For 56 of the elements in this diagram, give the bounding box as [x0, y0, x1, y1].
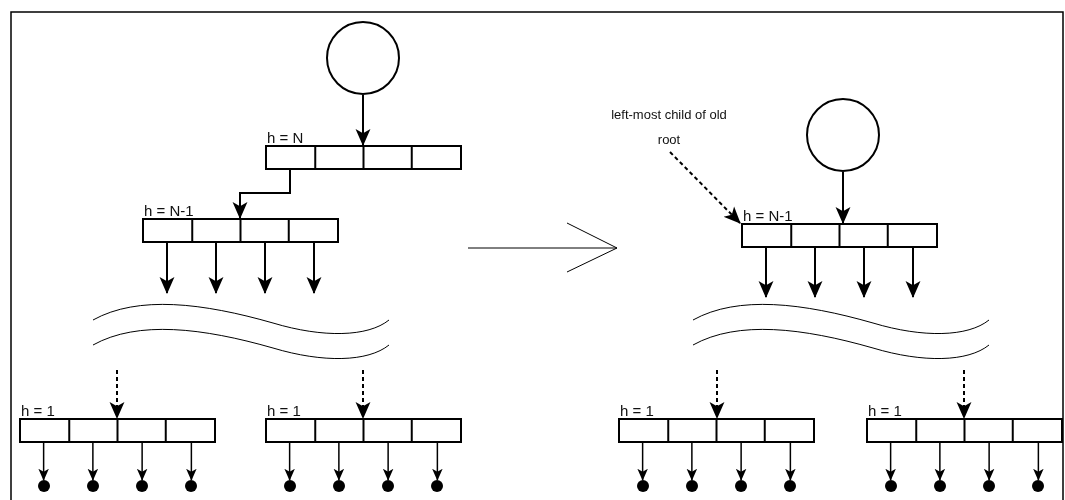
- leaf-dot: [185, 480, 198, 492]
- leaf-dot: [37, 480, 50, 492]
- arrow: [284, 442, 295, 481]
- leaf-dot: [784, 480, 797, 492]
- leaf-dot: [983, 480, 996, 492]
- arrow: [306, 242, 322, 295]
- arrow: [709, 369, 725, 420]
- height-label: h = 1: [868, 403, 902, 419]
- height-label: h = 1: [267, 403, 301, 419]
- arrow: [186, 442, 197, 481]
- arrow: [856, 247, 872, 299]
- leaf-dot: [933, 480, 946, 492]
- leaf-dot: [332, 480, 345, 492]
- leaf-dot: [685, 480, 698, 492]
- arrow: [785, 442, 796, 481]
- arrow: [807, 247, 823, 299]
- leaf-dot: [283, 480, 296, 492]
- arrow: [159, 242, 175, 295]
- arrow: [333, 442, 345, 481]
- arrow: [432, 442, 443, 481]
- arrow: [637, 442, 648, 481]
- leaf-dot: [884, 480, 897, 492]
- arrow: [232, 169, 291, 220]
- height-label: h = N: [267, 130, 304, 146]
- arrow: [758, 247, 774, 299]
- arrow: [38, 442, 49, 481]
- arrow: [1033, 442, 1044, 481]
- height-label: h = 1: [620, 403, 654, 419]
- callout-text: left-most child of old root: [603, 102, 735, 152]
- arrow: [355, 369, 371, 420]
- arrow: [109, 369, 125, 420]
- arrow: [686, 442, 698, 481]
- arrow: [257, 242, 273, 295]
- leader-line: [669, 151, 741, 224]
- arrow: [905, 247, 921, 299]
- arrow: [934, 442, 946, 481]
- arrow: [208, 242, 224, 295]
- height-label: h = N-1: [743, 208, 793, 224]
- leaf-dot: [636, 480, 649, 492]
- arrow: [885, 442, 896, 481]
- arrow: [382, 442, 394, 481]
- height-label: h = 1: [21, 403, 55, 419]
- arrow: [735, 442, 747, 481]
- leaf-dot: [86, 480, 99, 492]
- arrow: [956, 369, 972, 420]
- arrow: [835, 171, 851, 225]
- leaf-dot: [136, 480, 149, 492]
- leaf-dot: [431, 480, 444, 492]
- arrow: [983, 442, 995, 481]
- arrow: [136, 442, 148, 481]
- leaf-dot: [382, 480, 395, 492]
- leaf-dot: [735, 480, 748, 492]
- arrow: [355, 94, 371, 147]
- height-label: h = N-1: [144, 203, 194, 219]
- leaf-dot: [1032, 480, 1045, 492]
- arrow: [87, 442, 99, 481]
